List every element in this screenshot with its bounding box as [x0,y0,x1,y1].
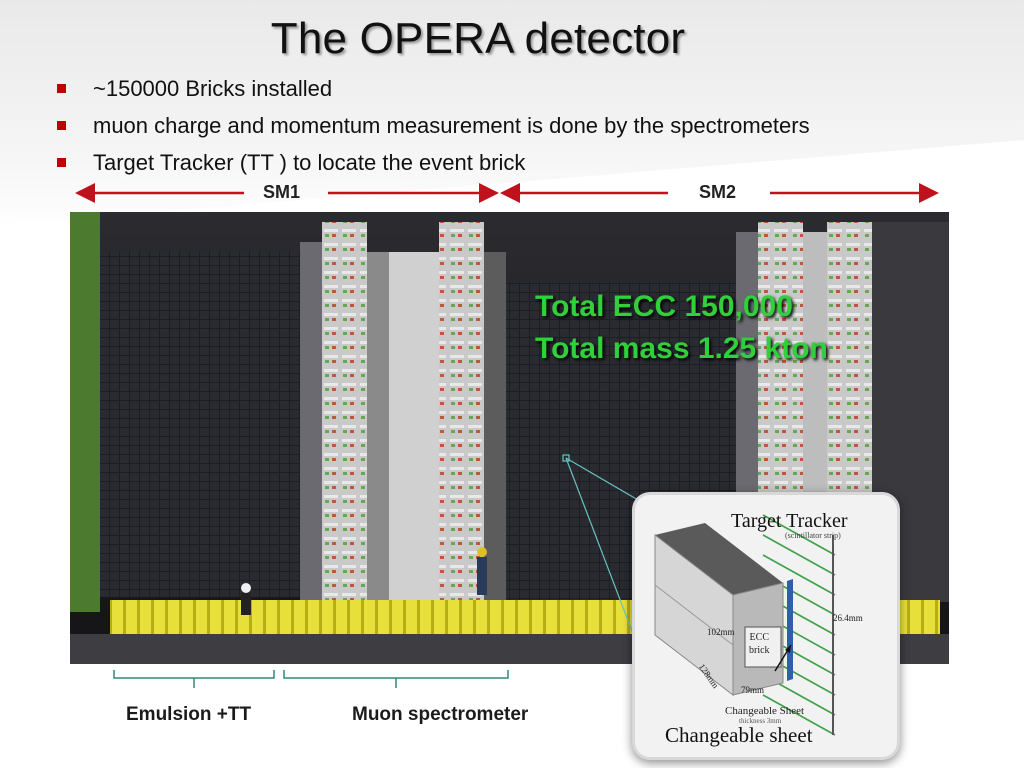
changeable-sheet-small-label: Changeable Sheet [725,705,805,717]
bullet-item: Target Tracker (TT ) to locate the event… [54,144,974,181]
changeable-sheet-label: Changeable sheet [665,723,813,747]
muon-spectrometer-label: Muon spectrometer [352,704,529,725]
scintillator-strip-label: (scintillator strip) [785,531,841,540]
ecc-text: ECC [749,632,769,643]
square-bullet-icon [57,121,66,130]
dimension-102mm: 102mm [707,627,735,637]
bullet-item: ~150000 Bricks installed [54,70,974,107]
ecc-brick-diagram [654,514,836,736]
slide-title: The OPERA detector [270,14,686,63]
overlay-total-mass: Total mass 1.25 kton [535,332,828,365]
square-bullet-icon [57,84,66,93]
dimension-26mm: 26.4mm [833,613,863,623]
sm1-label: SM1 [263,182,301,202]
ecc-brick-label: ECC brick [749,631,770,657]
overlay-total-ecc: Total ECC 150,000 [535,290,793,323]
square-bullet-icon [57,158,66,167]
bullet-list: ~150000 Bricks installed muon charge and… [54,70,974,181]
sm2-label: SM2 [699,182,737,202]
dimension-79mm: 79mm [741,685,765,695]
ecc-brick-inset: Target Tracker (scintillator strip) 26.4… [632,492,900,760]
bullet-text: muon charge and momentum measurement is … [93,113,810,138]
bullet-item: muon charge and momentum measurement is … [54,107,974,144]
emulsion-tt-label: Emulsion +TT [126,704,252,725]
bullet-text: ~150000 Bricks installed [93,76,333,101]
brick-text: brick [749,645,770,656]
section-arrows [75,183,939,203]
thickness-label: thickness 3mm [739,717,782,725]
target-tracker-label: Target Tracker [731,510,848,532]
bullet-text: Target Tracker (TT ) to locate the event… [93,150,526,175]
bottom-braces [113,670,509,688]
